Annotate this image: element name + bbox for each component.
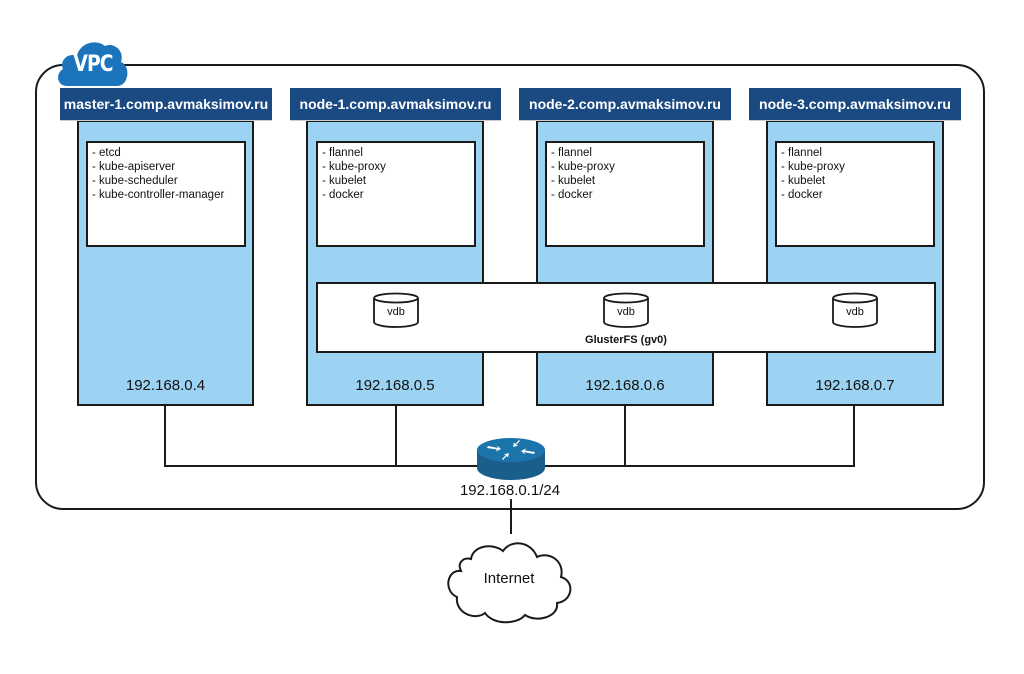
ip-node-3: 192.168.0.7: [815, 377, 895, 394]
disk-node-1: vdb: [372, 292, 420, 328]
disk-node-3: vdb: [831, 292, 879, 328]
disk-icon: [603, 292, 649, 328]
services-node-3: - flannel - kube-proxy - kubelet - docke…: [775, 141, 935, 247]
service-item: - docker: [322, 189, 364, 201]
wire-node-3: [853, 405, 855, 467]
services-node-1: - flannel - kube-proxy - kubelet - docke…: [316, 141, 476, 247]
service-item: - kube-scheduler: [92, 175, 178, 187]
glusterfs-label: GlusterFS (gv0): [585, 334, 667, 346]
router: [476, 436, 546, 484]
wire-master: [164, 405, 166, 467]
service-item: - kubelet: [781, 175, 826, 187]
disk-icon: [373, 292, 419, 328]
ip-node-1: 192.168.0.5: [355, 377, 435, 394]
service-item: - kube-proxy: [781, 161, 845, 173]
vpc-badge: VPC: [55, 36, 131, 88]
service-item: - flannel: [781, 147, 822, 159]
ip-node-2: 192.168.0.6: [585, 377, 665, 394]
service-item: - kube-proxy: [322, 161, 386, 173]
vpc-cloud-icon: [58, 42, 128, 86]
service-item: - kubelet: [551, 175, 596, 187]
services-master-1: - etcd - kube-apiserver - kube-scheduler…: [86, 141, 246, 247]
services-node-2: - flannel - kube-proxy - kubelet - docke…: [545, 141, 705, 247]
disk-icon: [832, 292, 878, 328]
wire-uplink: [510, 498, 512, 534]
service-item: - etcd: [92, 147, 121, 159]
vpc-label: VPC: [73, 52, 113, 77]
cloud-icon: [447, 542, 572, 624]
disk-label: vdb: [617, 306, 635, 318]
service-item: - kube-apiserver: [92, 161, 176, 173]
host-header-node-2: node-2.comp.avmaksimov.ru: [519, 88, 731, 121]
service-item: - docker: [551, 189, 593, 201]
host-header-master-1: master-1.comp.avmaksimov.ru: [60, 88, 272, 121]
disk-label: vdb: [387, 306, 405, 318]
router-icon: [477, 438, 545, 480]
glusterfs-volume: vdb vdb vdb GlusterFS (gv0): [316, 282, 936, 353]
service-item: - docker: [781, 189, 823, 201]
service-item: - flannel: [322, 147, 363, 159]
disk-label: vdb: [846, 306, 864, 318]
service-item: - flannel: [551, 147, 592, 159]
internet-label: Internet: [483, 570, 535, 587]
wire-node-2: [624, 405, 626, 467]
internet-cloud: [437, 531, 581, 626]
wire-node-1: [395, 405, 397, 467]
disk-node-2: vdb: [602, 292, 650, 328]
service-item: - kube-controller-manager: [92, 189, 225, 201]
host-header-node-1: node-1.comp.avmaksimov.ru: [290, 88, 501, 121]
service-item: - kube-proxy: [551, 161, 615, 173]
service-item: - kubelet: [322, 175, 367, 187]
ip-master-1: 192.168.0.4: [125, 377, 206, 394]
host-header-node-3: node-3.comp.avmaksimov.ru: [749, 88, 961, 121]
router-ip: 192.168.0.1/24: [440, 482, 580, 499]
